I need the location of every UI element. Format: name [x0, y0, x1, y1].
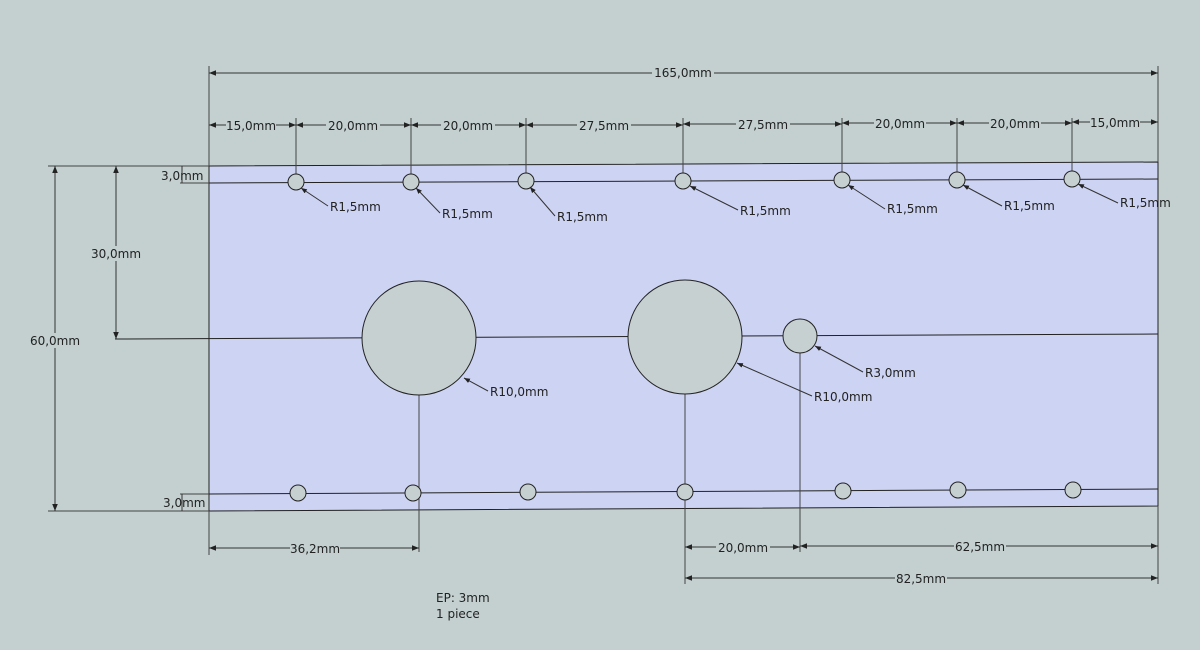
radius-labels: R1,5mm R1,5mm R1,5mm R1,5mm R1,5mm R1,5m… — [330, 196, 1171, 404]
radius-label-large-right: R10,0mm — [814, 390, 872, 404]
spacing-label-5: 27,5mm — [738, 118, 788, 132]
spacing-label-7: 20,0mm — [990, 117, 1040, 131]
spacing-label-2: 20,0mm — [328, 119, 378, 133]
small-hole — [1064, 481, 1082, 499]
radius-label-4: R1,5mm — [740, 204, 791, 218]
radius-label-6: R1,5mm — [1004, 199, 1055, 213]
radius-label-large-left: R10,0mm — [490, 385, 548, 399]
spacing-label-6: 20,0mm — [875, 117, 925, 131]
quantity-note: 1 piece — [436, 607, 480, 621]
radius-label-2: R1,5mm — [442, 207, 493, 221]
small-hole — [517, 172, 535, 190]
small-hole — [834, 482, 852, 500]
half-height-label: 30,0mm — [91, 247, 141, 261]
small-hole — [519, 483, 537, 501]
small-hole — [676, 483, 694, 501]
radius-label-5: R1,5mm — [887, 202, 938, 216]
hole-spacing-dimensions: 15,0mm 20,0mm 20,0mm 27,5mm 27,5mm 20,0m… — [209, 115, 1158, 133]
radius-label-7: R1,5mm — [1120, 196, 1171, 210]
overall-width-label: 165,0mm — [654, 66, 712, 80]
height-label: 60,0mm — [30, 334, 80, 348]
top-hole-row — [287, 170, 1081, 191]
bottom-edge-label: 3,0mm — [163, 496, 205, 510]
small-hole — [404, 484, 422, 502]
medium-hole — [782, 318, 818, 354]
radius-label-medium: R3,0mm — [865, 366, 916, 380]
bottom-hole-row — [289, 481, 1082, 502]
spacing-label-3: 20,0mm — [443, 119, 493, 133]
large-hole-left — [361, 280, 477, 396]
small-hole — [833, 171, 851, 189]
spacing-label-4: 27,5mm — [579, 119, 629, 133]
small-hole-gap-label: 20,0mm — [718, 541, 768, 555]
spacing-label-1: 15,0mm — [226, 119, 276, 133]
thickness-note: EP: 3mm — [436, 591, 490, 605]
spacing-label-8: 15,0mm — [1090, 116, 1140, 130]
top-edge-label: 3,0mm — [161, 169, 203, 183]
small-hole — [402, 173, 420, 191]
radius-label-1: R1,5mm — [330, 200, 381, 214]
small-hole — [1063, 170, 1081, 188]
large-hole-right — [627, 279, 743, 395]
small-hole — [287, 173, 305, 191]
left-hole-offset-label: 36,2mm — [290, 542, 340, 556]
center-hole-to-right-label: 82,5mm — [896, 572, 946, 586]
small-hole-to-right-label: 62,5mm — [955, 540, 1005, 554]
small-hole — [674, 172, 692, 190]
small-hole — [948, 171, 966, 189]
radius-label-3: R1,5mm — [557, 210, 608, 224]
small-hole — [949, 481, 967, 499]
radius-leaders — [300, 183, 1119, 397]
small-hole — [289, 484, 307, 502]
